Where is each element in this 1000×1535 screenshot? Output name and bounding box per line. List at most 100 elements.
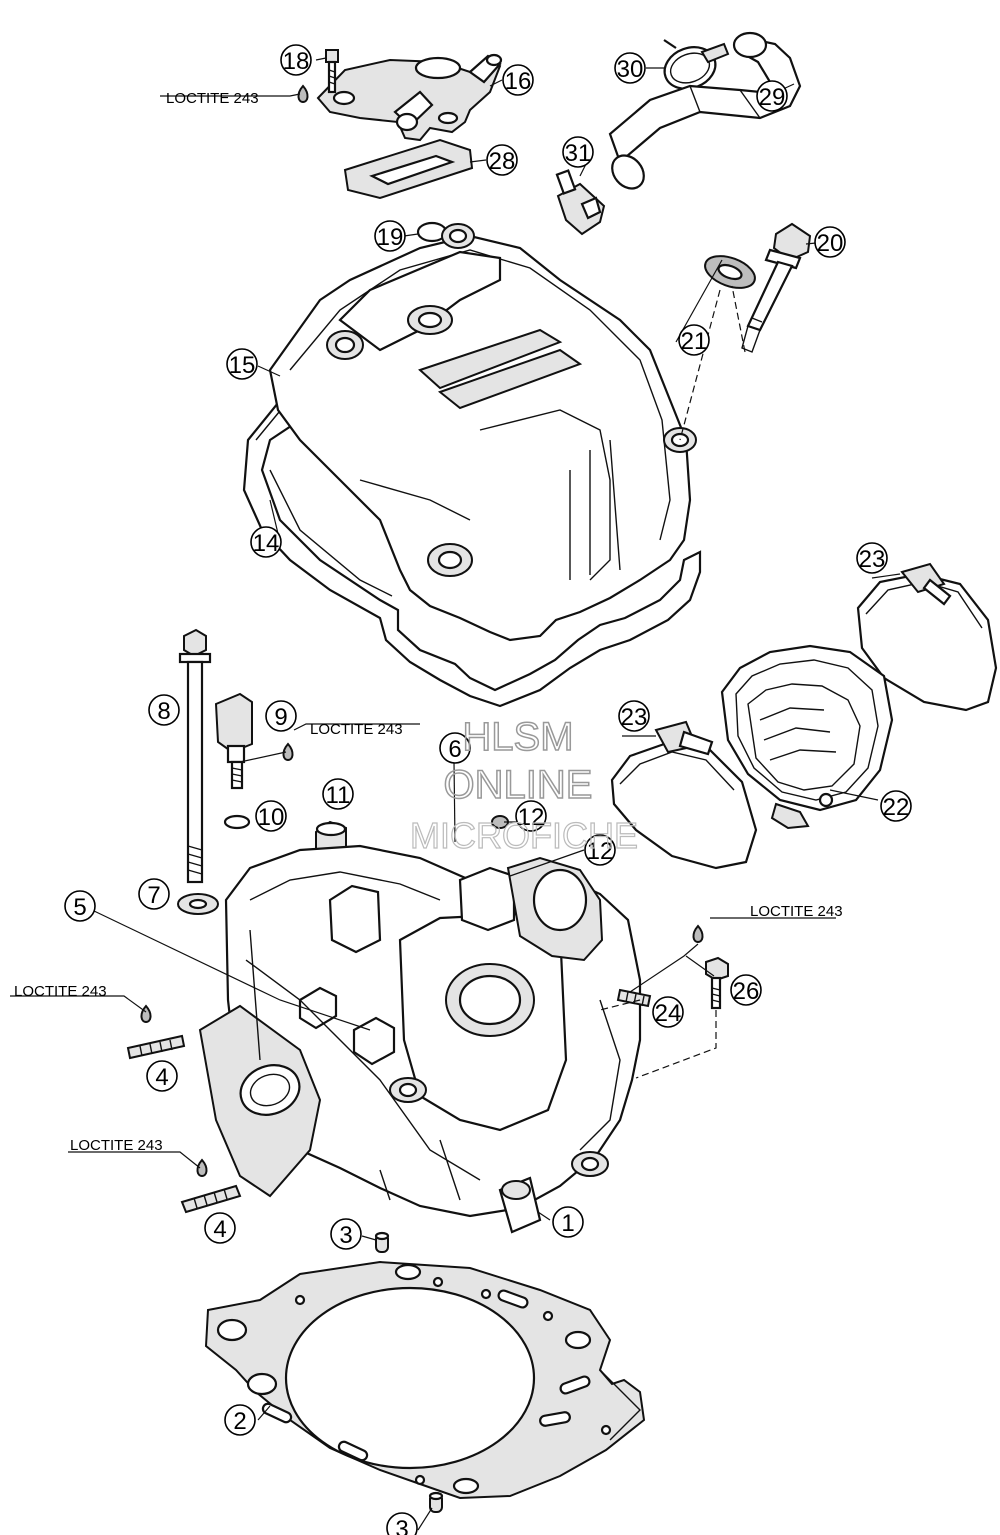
dowel-3-lower: [428, 1491, 444, 1513]
watermark: HLSM ONLINE MICROFICHE: [409, 714, 638, 856]
callout-label: 21: [681, 328, 708, 355]
callout-label: 7: [147, 882, 160, 909]
sealing-washer-21: [704, 255, 756, 289]
callout-19: 19: [374, 220, 406, 252]
callout-7: 7: [138, 878, 170, 910]
callout-12: 12: [515, 800, 547, 832]
callout-16: 16: [502, 64, 534, 96]
long-stud-8: [178, 628, 212, 884]
callout-label: 16: [505, 68, 532, 95]
callout-9: 9: [265, 700, 297, 732]
hose-clamp-30: [663, 39, 730, 90]
callout-12: 12: [584, 834, 616, 866]
callout-14: 14: [250, 526, 282, 558]
bolt-20: [741, 222, 812, 353]
callout-21: 21: [678, 324, 710, 356]
dowel-3-upper: [374, 1231, 390, 1253]
callout-15: 15: [226, 348, 258, 380]
valve-cover-15: [268, 223, 697, 642]
callout-label: 4: [213, 1216, 226, 1243]
watermark-line1: HLSM: [462, 715, 573, 759]
loctite-label: LOCTITE 243: [310, 721, 403, 738]
bolt-18: [325, 49, 339, 94]
callout-3: 3: [330, 1218, 362, 1250]
callout-label: 4: [155, 1064, 168, 1091]
callout-label: 6: [448, 736, 461, 763]
callout-label: 15: [229, 352, 256, 379]
callout-28: 28: [486, 144, 518, 176]
callout-20: 20: [814, 226, 846, 258]
callout-label: 19: [377, 224, 404, 251]
loctite-drop: [692, 924, 704, 944]
valve-cover-gasket-14: [242, 394, 702, 708]
o-ring-10: [223, 814, 251, 830]
stud-24: [616, 988, 652, 1008]
cylinder-head-1: [198, 844, 642, 1234]
loctite-drop: [196, 1158, 208, 1178]
callout-label: 26: [733, 978, 760, 1005]
callout-label: 28: [489, 148, 516, 175]
callout-label: 14: [253, 530, 280, 557]
callout-11: 11: [322, 778, 354, 810]
callout-label: 23: [621, 704, 648, 731]
loctite-label: LOCTITE 243: [70, 1137, 163, 1154]
callout-26: 26: [730, 974, 762, 1006]
callout-label: 20: [817, 230, 844, 257]
callout-4: 4: [204, 1212, 236, 1244]
callout-label: 12: [587, 838, 614, 865]
callout-18: 18: [280, 44, 312, 76]
callout-label: 10: [258, 804, 285, 831]
callout-24: 24: [652, 996, 684, 1028]
callout-label: 1: [561, 1210, 574, 1237]
clamp-23-upper: [856, 562, 998, 712]
breather-valve-31: [555, 169, 606, 236]
callout-4: 4: [146, 1060, 178, 1092]
callout-label: 11: [326, 782, 351, 809]
callout-label: 31: [565, 140, 592, 167]
loctite-drop: [297, 84, 309, 104]
thermostat-housing: [316, 53, 503, 142]
callout-label: 8: [157, 698, 170, 725]
callout-5: 5: [64, 890, 96, 922]
watermark-line2: ONLINE: [444, 763, 593, 807]
callout-label: 23: [859, 546, 886, 573]
callout-22: 22: [880, 790, 912, 822]
callout-8: 8: [148, 694, 180, 726]
callout-label: 3: [395, 1516, 408, 1535]
callout-6: 6: [439, 732, 471, 764]
temp-sensor-9: [214, 692, 253, 790]
callout-3: 3: [386, 1512, 418, 1535]
callout-2: 2: [224, 1404, 256, 1436]
callout-29: 29: [756, 80, 788, 112]
callout-label: 5: [73, 894, 86, 921]
gasket-28: [343, 138, 474, 200]
callout-10: 10: [255, 800, 287, 832]
callout-23: 23: [856, 542, 888, 574]
callout-1: 1: [552, 1206, 584, 1238]
breather-hose-29: [608, 31, 802, 190]
callout-label: 3: [339, 1222, 352, 1249]
clamp-23-lower: [610, 720, 758, 870]
stud-4-upper: [126, 1034, 186, 1060]
loctite-label: LOCTITE 243: [166, 90, 259, 107]
callout-label: 9: [274, 704, 287, 731]
callout-label: 22: [883, 794, 910, 821]
callout-label: 12: [518, 804, 545, 831]
intake-flange-22: [720, 644, 894, 830]
washer-7: [177, 893, 219, 915]
callout-label: 18: [283, 48, 310, 75]
callout-label: 30: [617, 56, 644, 83]
loctite-drop: [140, 1004, 152, 1024]
callout-label: 24: [655, 1000, 682, 1027]
loctite-drop: [282, 742, 294, 762]
stud-4-lower: [180, 1184, 242, 1214]
callout-31: 31: [562, 136, 594, 168]
loctite-label: LOCTITE 243: [14, 983, 107, 1000]
watermark-line3: MICROFICHE: [410, 815, 638, 856]
callout-label: 29: [759, 84, 786, 111]
loctite-label: LOCTITE 243: [750, 903, 843, 920]
bolt-26: [705, 956, 729, 1010]
callout-23: 23: [618, 700, 650, 732]
callout-label: 2: [233, 1408, 246, 1435]
